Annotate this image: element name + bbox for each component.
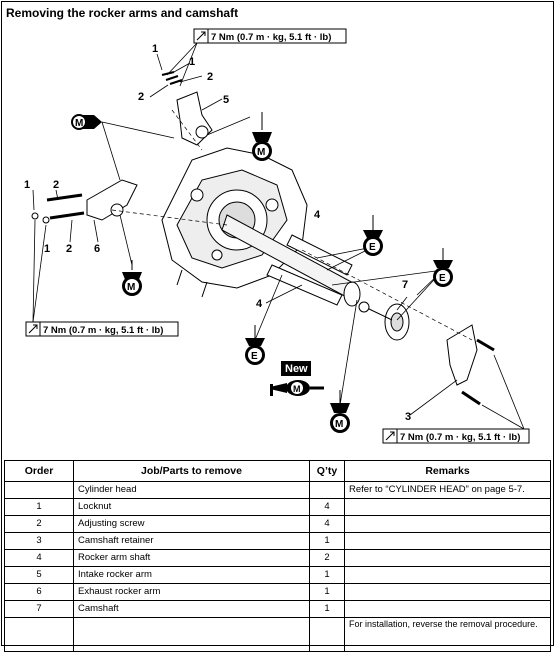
- installation-note: For installation, reverse the removal pr…: [349, 619, 538, 629]
- callout-1-top-b: 1: [189, 56, 195, 68]
- cell-job: Camshaft retainer: [73, 532, 310, 550]
- callout-4-top: 4: [314, 209, 321, 221]
- table-row: 5 Intake rocker arm 1: [4, 566, 551, 584]
- cell-job: Cylinder head: [73, 481, 310, 499]
- cell-remarks: Refer to “CYLINDER HEAD” on page 5-7.: [344, 481, 551, 499]
- cell-qty: 4: [309, 498, 345, 516]
- cell-job: Intake rocker arm: [73, 566, 310, 584]
- header-qty: Q’ty: [309, 460, 345, 482]
- cell-qty: 1: [309, 566, 345, 584]
- callout-3: 3: [405, 411, 411, 423]
- cell-order: 3: [4, 532, 74, 550]
- callout-numbers: 1 1 2 2 5 1 2 1 2 6 4 4 7 3: [24, 43, 411, 423]
- cell-job: Adjusting screw: [73, 515, 310, 533]
- cell-qty: 1: [309, 583, 345, 601]
- torque-box-left: 7 Nm (0.7 m · kg, 5.1 ft · lb): [25, 321, 179, 337]
- callout-5: 5: [223, 94, 229, 106]
- cell-order: [4, 617, 74, 652]
- cell-qty: 1: [309, 600, 345, 618]
- cell-remarks: [344, 549, 551, 567]
- engine-oil-symbol-2: E: [433, 248, 453, 287]
- header-order: Order: [4, 460, 74, 482]
- callout-4-bottom: 4: [256, 298, 263, 310]
- torque-label-top: 7 Nm (0.7 m · kg, 5.1 ft · lb): [211, 32, 331, 43]
- new-part-symbol: New M: [270, 361, 324, 396]
- cell-job: Exhaust rocker arm: [73, 583, 310, 601]
- m-symbol-3: M: [127, 282, 135, 293]
- cell-remarks: [344, 566, 551, 584]
- callout-1-top: 1: [152, 43, 158, 55]
- callout-2-top: 2: [207, 71, 213, 83]
- header-job: Job/Parts to remove: [73, 460, 310, 482]
- table-row: 4 Rocker arm shaft 2: [4, 549, 551, 567]
- cell-job: Locknut: [73, 498, 310, 516]
- camshaft-retainer: [446, 324, 495, 406]
- cell-job: [73, 617, 310, 652]
- cell-remarks: [344, 498, 551, 516]
- engine-oil-symbol-1: E: [363, 215, 383, 256]
- m-symbol-4: M: [335, 419, 343, 430]
- alignment-lines: [111, 109, 473, 341]
- callout-2-left-b: 2: [66, 243, 72, 255]
- torque-box-bottom: 7 Nm (0.7 m · kg, 5.1 ft · lb): [382, 428, 530, 444]
- cell-order: [4, 481, 74, 499]
- table-row: 6 Exhaust rocker arm 1: [4, 583, 551, 601]
- moly-oil-symbol-bottom: M: [330, 390, 350, 433]
- callout-7: 7: [402, 279, 408, 291]
- cell-job: Rocker arm shaft: [73, 549, 310, 567]
- table-row: 3 Camshaft retainer 1: [4, 532, 551, 550]
- m-symbol-1: M: [75, 118, 83, 129]
- cell-order: 4: [4, 549, 74, 567]
- intake-rocker-arm: [161, 71, 213, 146]
- cell-order: 7: [4, 600, 74, 618]
- cell-qty: 4: [309, 515, 345, 533]
- moly-oil-symbol-left: M: [71, 114, 102, 130]
- torque-label-bottom: 7 Nm (0.7 m · kg, 5.1 ft · lb): [400, 432, 520, 443]
- exploded-diagram: 7 Nm (0.7 m · kg, 5.1 ft · lb) 7 Nm (0.7…: [24, 28, 530, 444]
- new-label: New: [285, 363, 308, 375]
- cell-qty: [309, 617, 345, 652]
- e-symbol-2: E: [439, 273, 446, 284]
- cell-order: 2: [4, 515, 74, 533]
- cell-qty: 2: [309, 549, 345, 567]
- cell-remarks: [344, 532, 551, 550]
- e-symbol-1: E: [369, 242, 376, 253]
- callout-1-left-b: 1: [44, 243, 50, 255]
- header-remarks: Remarks: [344, 460, 551, 482]
- cell-order: 1: [4, 498, 74, 516]
- cell-remarks: For installation, reverse the removal pr…: [344, 617, 551, 652]
- page-title: Removing the rocker arms and camshaft: [6, 6, 239, 20]
- moly-oil-symbol-leftbottom: M: [122, 260, 142, 296]
- torque-box-top: 7 Nm (0.7 m · kg, 5.1 ft · lb): [193, 28, 347, 44]
- cell-order: 5: [4, 566, 74, 584]
- table-header-row: Order Job/Parts to remove Q’ty Remarks: [4, 460, 551, 482]
- table-row: 1 Locknut 4: [4, 498, 551, 516]
- m-symbol-2: M: [257, 147, 265, 158]
- callout-6: 6: [94, 243, 100, 255]
- cell-remarks: [344, 583, 551, 601]
- cell-remarks: [344, 515, 551, 533]
- cell-qty: 1: [309, 532, 345, 550]
- cell-order: 6: [4, 583, 74, 601]
- table-row: For installation, reverse the removal pr…: [4, 617, 551, 652]
- moly-oil-symbol-topright: M: [252, 112, 272, 161]
- engine-oil-symbol-3: E: [245, 325, 265, 365]
- cell-job: Camshaft: [73, 600, 310, 618]
- job-table: Order Job/Parts to remove Q’ty Remarks C…: [4, 460, 551, 652]
- table-row: 7 Camshaft 1: [4, 600, 551, 618]
- exhaust-rocker-arm: [31, 179, 138, 224]
- table-row: 2 Adjusting screw 4: [4, 515, 551, 533]
- callout-2-top-b: 2: [138, 91, 144, 103]
- cell-remarks: [344, 600, 551, 618]
- new-m-symbol: M: [293, 384, 301, 394]
- torque-label-left: 7 Nm (0.7 m · kg, 5.1 ft · lb): [43, 325, 163, 336]
- rocker-arm-shafts: [266, 234, 353, 306]
- table-row: Cylinder head Refer to “CYLINDER HEAD” o…: [4, 481, 551, 499]
- e-symbol-3: E: [251, 351, 258, 362]
- callout-2-left: 2: [53, 179, 59, 191]
- callout-1-left: 1: [24, 179, 30, 191]
- cell-qty: [309, 481, 345, 499]
